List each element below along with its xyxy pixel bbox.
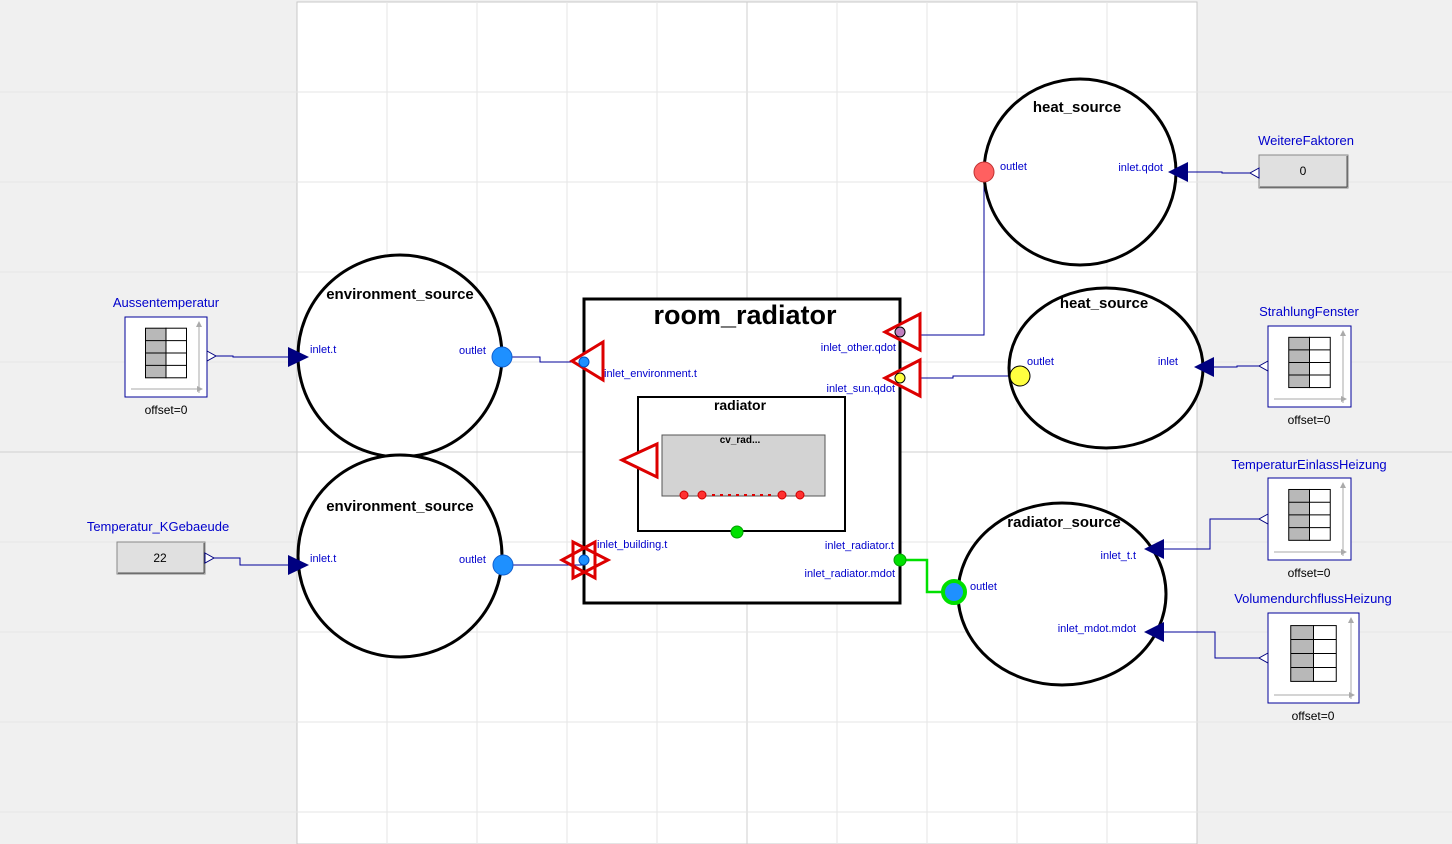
conn-aussentemperatur <box>213 355 296 358</box>
conn-kgebaeude <box>213 557 296 566</box>
inlet-other-dot <box>894 326 906 338</box>
conn-einlass <box>1160 518 1268 550</box>
environment-source-2[interactable]: environment_source inlet.t outlet <box>288 453 514 659</box>
volumendurchfluss-block[interactable]: VolumendurchflussHeizung offset=0 <box>1234 591 1392 723</box>
temperatur-einlass-block[interactable]: TemperaturEinlassHeizung offset=0 <box>1231 457 1386 580</box>
volumen-param: offset=0 <box>1292 709 1335 723</box>
weitere-name: WeitereFaktoren <box>1258 133 1354 148</box>
heat1-inlet-port[interactable] <box>1168 162 1188 182</box>
cv-rad-heat-ports <box>679 490 805 500</box>
room-radiator[interactable]: room_radiator radiator cv_rad... inlet_e… <box>558 297 922 605</box>
strahlung-param: offset=0 <box>1288 413 1331 427</box>
heat-source-1[interactable]: heat_source outlet inlet.qdot <box>973 77 1188 267</box>
heat1-inlet-label: inlet.qdot <box>1118 162 1163 174</box>
heat1-outlet-label: outlet <box>1000 161 1027 173</box>
table-source-icon <box>124 316 208 398</box>
heat2-inlet-label: inlet <box>1158 356 1178 368</box>
inlet-other-label: inlet_other.qdot <box>821 342 896 354</box>
inlet-environment-dot <box>578 356 590 368</box>
einlass-param: offset=0 <box>1288 566 1331 580</box>
conn-weitere <box>1178 171 1260 174</box>
conn-volumen <box>1160 631 1268 659</box>
inlet-radiator-port[interactable] <box>893 553 907 567</box>
strahlung-name: StrahlungFenster <box>1259 304 1359 319</box>
env2-outlet-port[interactable] <box>492 554 514 576</box>
inlet-sun-dot <box>894 372 906 384</box>
radiator-block[interactable]: radiator cv_rad... <box>618 396 846 539</box>
volumen-name: VolumendurchflussHeizung <box>1234 591 1392 606</box>
radsrc-title: radiator_source <box>1007 514 1120 531</box>
env1-title: environment_source <box>326 286 474 303</box>
heat2-title: heat_source <box>1060 295 1148 312</box>
kgebaeude-name: Temperatur_KGebaeude <box>87 519 229 534</box>
cv-rad-volume[interactable] <box>661 434 826 497</box>
einlass-output[interactable] <box>1257 513 1269 525</box>
radiator-fluid-port[interactable] <box>730 525 744 539</box>
weitere-value: 0 <box>1300 164 1307 178</box>
radsrc-outlet-port[interactable] <box>941 579 967 605</box>
env2-inlet-label: inlet.t <box>310 553 336 565</box>
conn-env1-room <box>503 356 584 363</box>
heat2-inlet-port[interactable] <box>1194 357 1214 377</box>
table-source-icon <box>1267 325 1352 408</box>
temperatur-kgebaeude-block[interactable]: Temperatur_KGebaeude 22 <box>87 519 229 575</box>
cv-rad-label: cv_rad... <box>720 435 761 446</box>
inlet-building-label: inlet_building.t <box>597 539 667 551</box>
kgebaeude-value: 22 <box>153 551 167 565</box>
env1-inlet-label: inlet.t <box>310 344 336 356</box>
conn-strahlung <box>1204 365 1268 368</box>
strahlung-fenster-block[interactable]: StrahlungFenster offset=0 <box>1257 304 1360 427</box>
heat-source-2[interactable]: heat_source outlet inlet <box>1007 286 1214 450</box>
einlass-name: TemperaturEinlassHeizung <box>1231 457 1386 472</box>
weitere-output[interactable] <box>1248 167 1260 179</box>
kgebaeude-output[interactable] <box>204 552 216 564</box>
weitere-faktoren-block[interactable]: WeitereFaktoren 0 <box>1248 133 1354 189</box>
conn-heat2-room <box>900 375 1020 379</box>
strahlung-output[interactable] <box>1257 360 1269 372</box>
table-source-icon <box>1267 612 1360 704</box>
env1-outlet-label: outlet <box>459 345 486 357</box>
env2-inlet-port[interactable] <box>288 555 309 575</box>
radsrc-inlet-t-port[interactable] <box>1144 539 1164 559</box>
radsrc-inlet-t-label: inlet_t.t <box>1101 550 1136 562</box>
aussentemperatur-param: offset=0 <box>145 403 188 417</box>
env2-outlet-label: outlet <box>459 554 486 566</box>
heat1-title: heat_source <box>1033 99 1121 116</box>
aussentemperatur-output[interactable] <box>206 350 218 362</box>
volumen-output[interactable] <box>1257 652 1269 664</box>
heat2-outlet-port[interactable] <box>1009 365 1031 387</box>
room-title: room_radiator <box>653 300 837 330</box>
heat1-outlet-port[interactable] <box>973 161 995 183</box>
env1-outlet-port[interactable] <box>491 346 513 368</box>
inlet-radiator-t-label: inlet_radiator.t <box>825 540 894 552</box>
inlet-sun-label: inlet_sun.qdot <box>827 383 896 395</box>
radsrc-inlet-mdot-port[interactable] <box>1144 622 1164 642</box>
inlet-building-port[interactable] <box>558 539 612 581</box>
radiator-source[interactable]: radiator_source inlet_t.t inlet_mdot.mdo… <box>941 501 1168 687</box>
radsrc-inlet-mdot-label: inlet_mdot.mdot <box>1058 623 1136 635</box>
env2-title: environment_source <box>326 498 474 515</box>
radiator-title: radiator <box>714 397 767 413</box>
inlet-radiator-mdot-label: inlet_radiator.mdot <box>805 568 896 580</box>
heat2-outlet-label: outlet <box>1027 356 1054 368</box>
table-source-icon <box>1267 477 1352 561</box>
aussentemperatur-block[interactable]: Aussentemperatur offset=0 <box>113 295 220 417</box>
aussentemperatur-name: Aussentemperatur <box>113 295 220 310</box>
inlet-environment-label: inlet_environment.t <box>604 368 697 380</box>
radiator-heat-port[interactable] <box>618 441 659 480</box>
radsrc-outlet-label: outlet <box>970 581 997 593</box>
env1-inlet-port[interactable] <box>288 347 309 367</box>
